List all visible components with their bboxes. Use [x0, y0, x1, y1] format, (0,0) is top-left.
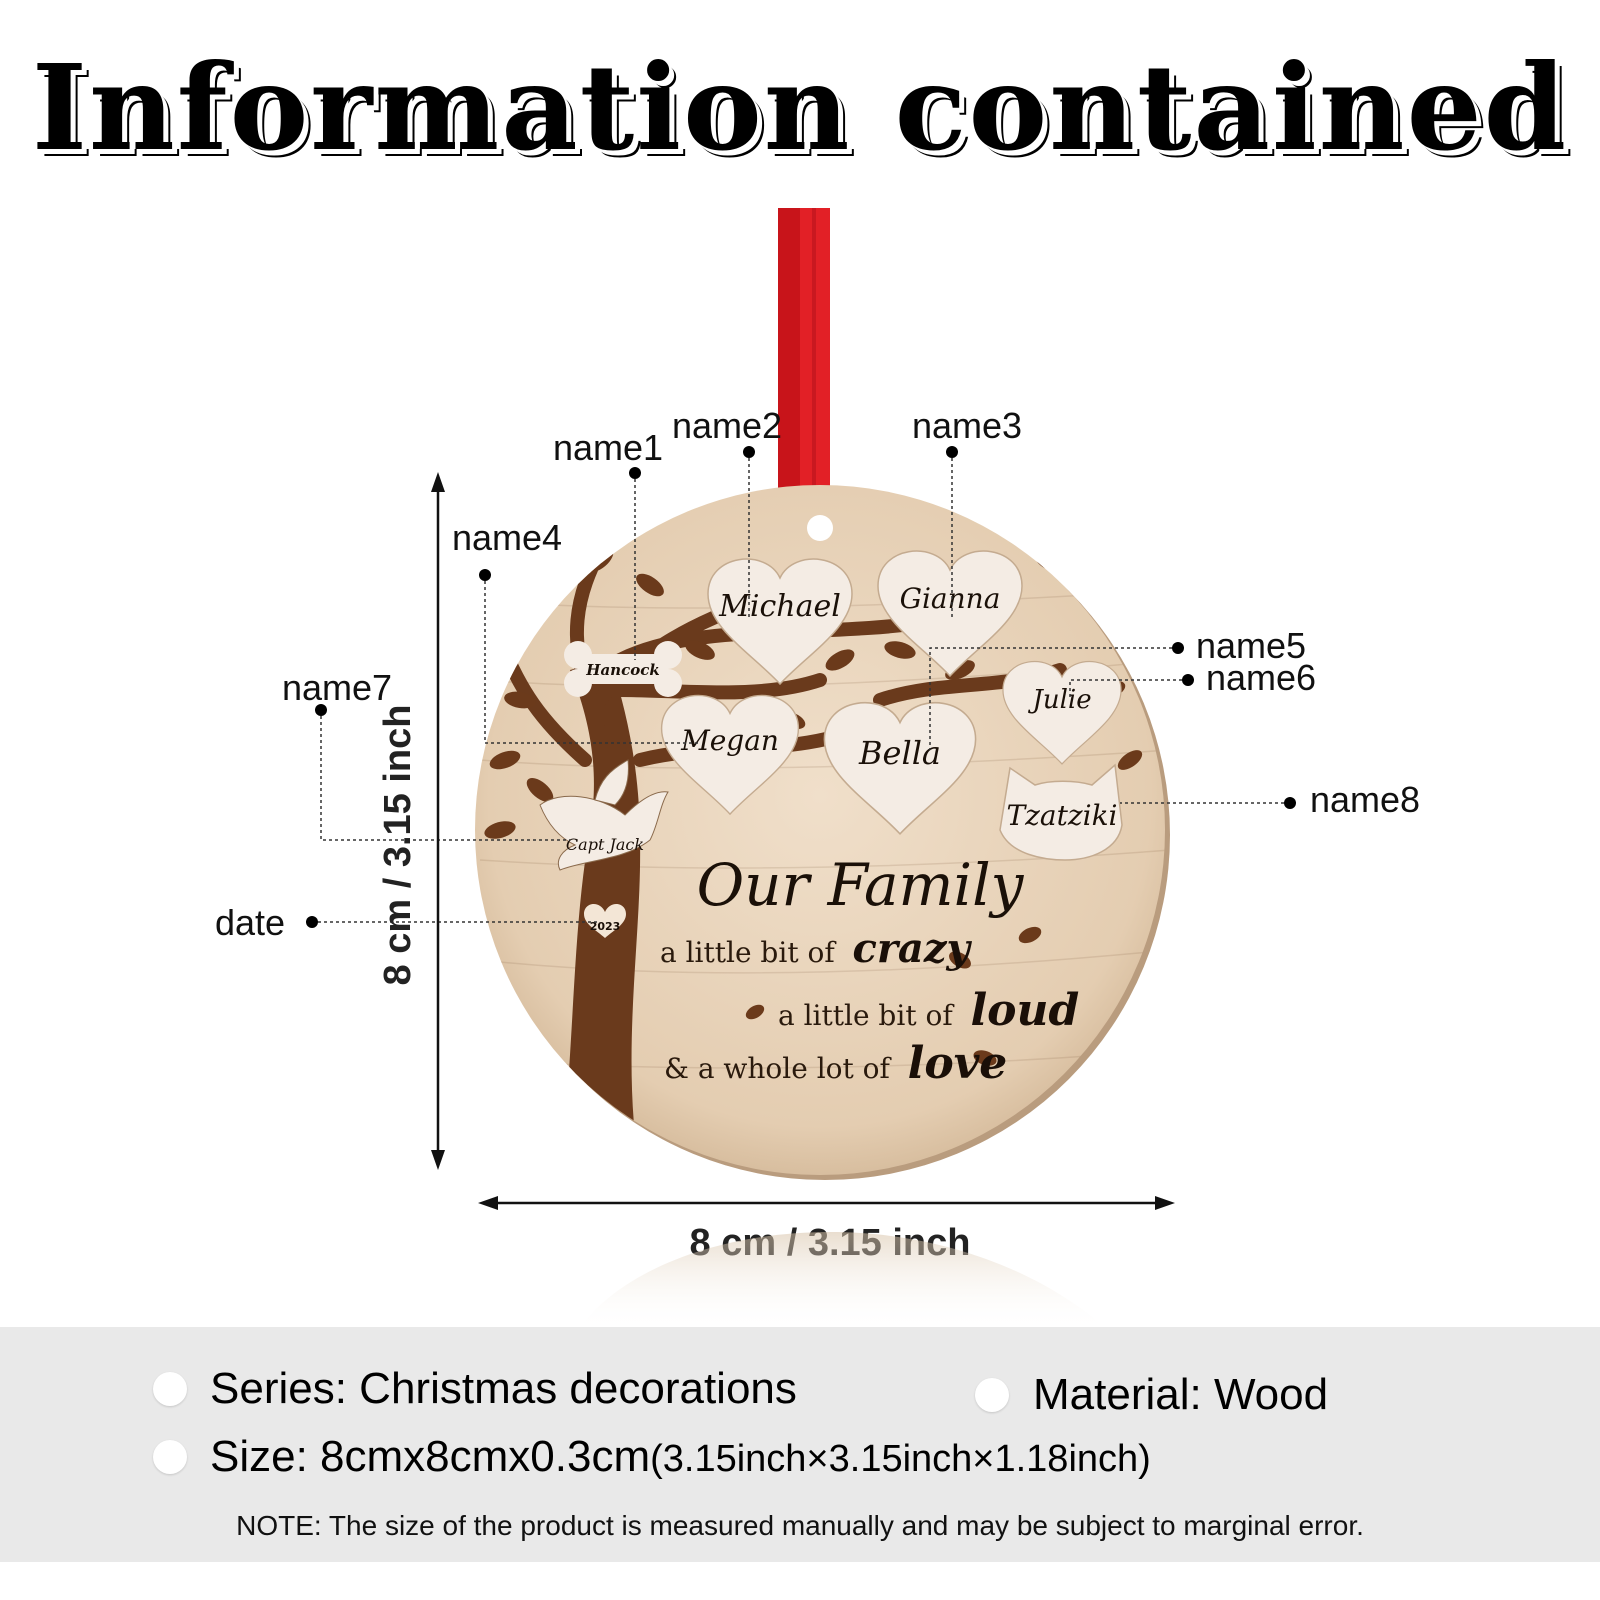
height-dimension: 8 cm / 3.15 inch [377, 472, 445, 1170]
callout-name6: name6 [1206, 657, 1316, 698]
heart-name: Gianna [900, 582, 1001, 615]
leader-lines [306, 446, 1296, 928]
motto: Our Family a little bit of crazy a littl… [660, 851, 1079, 1089]
cat-name: Tzatziki [1006, 799, 1117, 832]
cat-shape: Tzatziki [999, 763, 1123, 861]
height-label: 8 cm / 3.15 inch [377, 705, 419, 986]
date-engraving: 2023 [590, 920, 621, 933]
ornament-diagram: 2023 Capt Jack Hancock Michael Gianna Me… [215, 208, 1420, 1330]
heart-name: Julie [1027, 685, 1091, 715]
page-title: Information contained [31, 38, 1569, 177]
material-spec: Material: Wood [1033, 1370, 1329, 1419]
bone-shape: Hancock [564, 641, 682, 697]
bird-shape: Capt Jack [539, 759, 669, 871]
motto-line-2-word: loud [970, 985, 1079, 1036]
heart-megan: Megan [660, 694, 800, 815]
callout-name1: name1 [553, 427, 663, 468]
heart-name: Bella [858, 734, 941, 772]
motto-line-3: & a whole lot of love [664, 1038, 1007, 1089]
ornament-reflection [578, 1232, 1108, 1330]
callout-date: date [215, 902, 285, 943]
bone-name: Hancock [585, 661, 659, 679]
series-bullet-icon [153, 1372, 187, 1406]
motto-line-1: a little bit of crazy [660, 925, 973, 972]
heart-bella: Bella [823, 701, 977, 835]
motto-headline: Our Family [697, 851, 1025, 919]
heart-name: Michael [718, 589, 841, 624]
motto-line-1-prefix: a little bit of [660, 936, 837, 969]
ribbon [778, 208, 830, 528]
heart-julie: Julie [1002, 660, 1122, 765]
heart-gianna: Gianna [877, 550, 1023, 677]
bird-name: Capt Jack [566, 835, 644, 854]
callout-name2: name2 [672, 405, 782, 446]
callout-name8: name8 [1310, 779, 1420, 820]
series-spec: Series: Christmas decorations [210, 1364, 797, 1413]
motto-line-3-word: love [908, 1038, 1008, 1089]
material-bullet-icon [975, 1378, 1009, 1412]
callout-name5: name5 [1196, 625, 1306, 666]
motto-line-1-word: crazy [852, 925, 972, 972]
info-panel [0, 1327, 1600, 1562]
size-bullet-icon [153, 1440, 187, 1474]
motto-line-2-prefix: a little bit of [778, 999, 955, 1032]
heart-michael: Michael [707, 558, 853, 685]
motto-line-2: a little bit of loud [778, 985, 1079, 1036]
size-spec-inch: (3.15inch×3.15inch×1.18inch) [650, 1438, 1151, 1480]
size-note: NOTE: The size of the product is measure… [236, 1510, 1364, 1541]
size-spec: Size: 8cmx8cmx0.3cm(3.15inch×3.15inch×1.… [210, 1432, 1151, 1482]
callout-name7: name7 [282, 667, 392, 708]
heart-name: Megan [680, 724, 779, 757]
motto-line-3-prefix: & a whole lot of [664, 1052, 893, 1085]
callout-name3: name3 [912, 405, 1022, 446]
size-spec-main: Size: 8cmx8cmx0.3cm [210, 1432, 651, 1481]
callout-name4: name4 [452, 517, 562, 558]
